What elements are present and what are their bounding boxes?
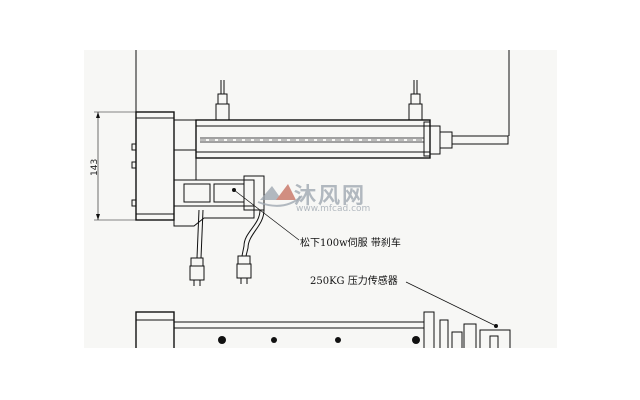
- front-flange: [429, 125, 441, 155]
- dimension-arrow: [96, 112, 100, 118]
- leader-sensor: [405, 281, 497, 327]
- servo-callout: 松下100w伺服 带刹车: [300, 238, 401, 249]
- leader-servo: [233, 189, 300, 241]
- top-fitting-right: [408, 80, 423, 121]
- sensor-callout: 250KG 压力传感器: [310, 276, 398, 287]
- piston-rod: [451, 135, 509, 145]
- cable-left: [189, 209, 205, 286]
- pressure-sensor: [479, 329, 511, 348]
- drawing-sheet: 143 沐风网 www.mfcad.com 松下100w伺服 带刹车 250KG…: [84, 50, 557, 348]
- watermark-url: www.mfcad.com: [296, 204, 371, 214]
- cable-right: [236, 209, 265, 284]
- height-dimension-label: 143: [90, 158, 100, 176]
- dimension-arrow: [96, 214, 100, 220]
- top-fitting-left: [215, 80, 230, 121]
- cad-drawing: [94, 50, 511, 348]
- mf-logo-icon: [257, 184, 303, 207]
- bottom-end-block: [135, 311, 175, 348]
- bolt-row: [218, 336, 420, 344]
- end-block: [135, 111, 175, 221]
- watermark-name: 沐风网: [294, 184, 367, 209]
